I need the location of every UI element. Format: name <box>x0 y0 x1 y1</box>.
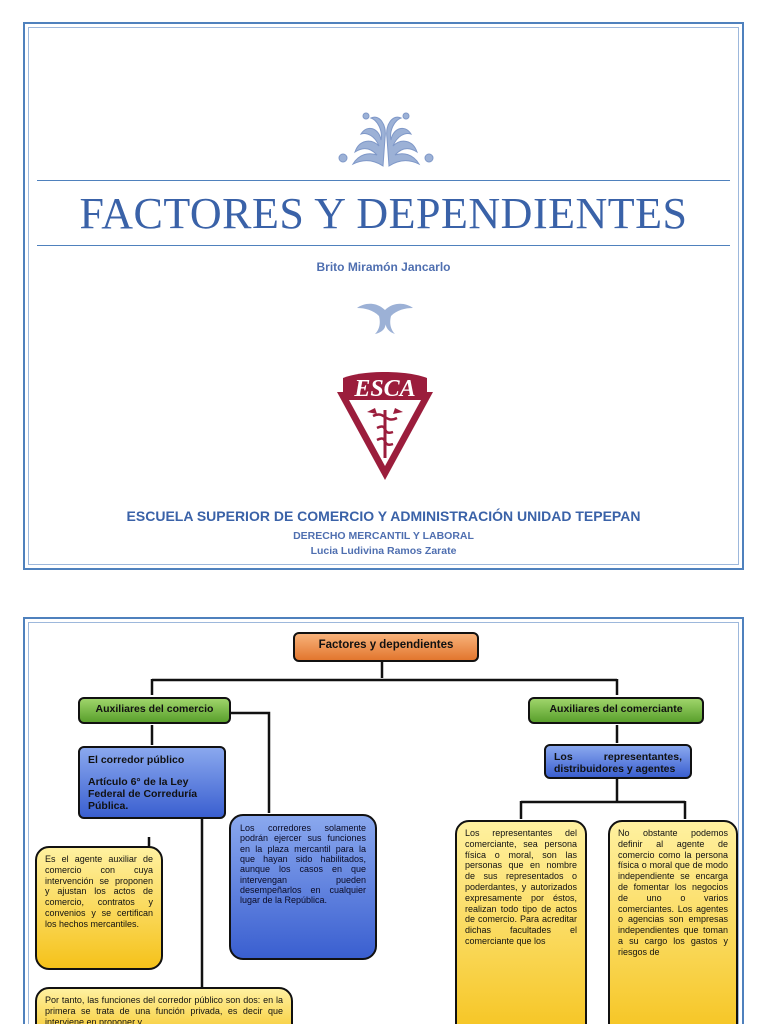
document-title: FACTORES Y DEPENDIENTES <box>79 189 688 238</box>
representantes-definicion-node: Los representantes del comerciante, sea … <box>455 820 587 1024</box>
auxiliares-comercio-node: Auxiliares del comercio <box>78 697 231 724</box>
agente-comercio-definicion-node: No obstante podemos definir al agente de… <box>608 820 738 1024</box>
corredor-article-text: Artículo 6° de la Ley Federal de Corredu… <box>88 776 198 813</box>
representantes-node: Los representantes, distribuidores y age… <box>544 744 692 779</box>
corredor-articulo-node: El corredor público Artículo 6° de la Le… <box>78 746 226 819</box>
author-name: Brito Miramón Jancarlo <box>316 260 451 274</box>
corredor-funciones-node: Por tanto, las funciones del corredor pú… <box>35 987 293 1024</box>
root-node: Factores y dependientes <box>293 632 479 662</box>
concept-map-page: Factores y dependientes Auxiliares del c… <box>23 617 744 1024</box>
floral-ornament-icon <box>338 112 434 167</box>
esca-logo-icon: ESCA <box>337 372 433 480</box>
teacher-name: Lucia Ludivina Ramos Zarate <box>310 545 457 557</box>
title-rule-bottom <box>37 245 730 246</box>
subject-name: DERECHO MERCANTIL Y LABORAL <box>293 530 474 542</box>
auxiliares-comerciante-node: Auxiliares del comerciante <box>528 697 704 724</box>
fleuron-ornament-icon <box>357 303 413 334</box>
school-name: ESCUELA SUPERIOR DE COMERCIO Y ADMINISTR… <box>126 508 641 524</box>
svg-text:ESCA: ESCA <box>353 376 415 402</box>
cover-page: FACTORES Y DEPENDIENTES Brito Miramón Ja… <box>23 22 744 570</box>
corredor-title-text: El corredor público <box>88 754 185 766</box>
corredor-definicion-node: Es el agente auxiliar de comercio con cu… <box>35 846 163 970</box>
corredor-limites-node: Los corredores solamente podrán ejercer … <box>229 814 377 960</box>
title-rule-top <box>37 180 730 181</box>
connector-lines <box>147 661 687 987</box>
